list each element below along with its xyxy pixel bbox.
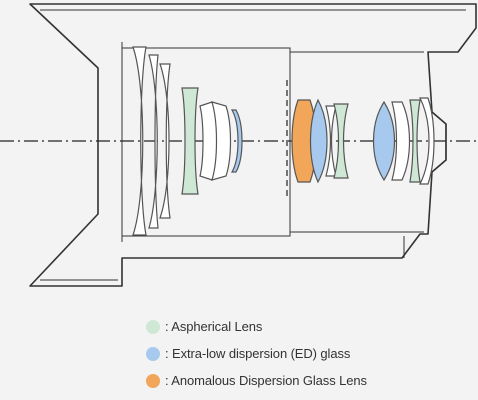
barrel-rear-line — [290, 51, 424, 258]
legend: : Aspherical Lens : Extra-low dispersion… — [146, 318, 367, 389]
aspherical-lens-2 — [333, 103, 349, 179]
legend-label-aspherical: : Aspherical Lens — [165, 319, 263, 334]
legend-item-ed-glass: : Extra-low dispersion (ED) glass — [146, 345, 367, 362]
ed-glass-lens-2 — [372, 100, 396, 182]
hood-step-line — [121, 42, 291, 242]
lens-barrel-outline — [29, 3, 477, 287]
legend-label-ed-glass: : Extra-low dispersion (ED) glass — [165, 346, 351, 361]
rear-element-white-2 — [419, 97, 435, 185]
aspherical-lens-1 — [181, 87, 199, 195]
front-element-3 — [159, 63, 171, 219]
green-dot-icon — [146, 319, 160, 334]
barrel-inner-line — [40, 9, 466, 281]
aspherical-lens-3 — [409, 99, 421, 183]
lens-mount — [431, 111, 447, 173]
front-element-2 — [148, 54, 159, 229]
legend-item-aspherical: : Aspherical Lens — [146, 318, 367, 335]
legend-label-anomalous: : Anomalous Dispersion Glass Lens — [165, 373, 367, 388]
legend-item-anomalous: : Anomalous Dispersion Glass Lens — [146, 372, 367, 389]
blue-dot-icon — [146, 346, 160, 361]
orange-dot-icon — [146, 373, 160, 388]
front-element-1 — [132, 46, 147, 236]
ed-glass-lens-1 — [309, 98, 328, 184]
rear-element-white-1 — [391, 101, 411, 181]
element-small-blue — [230, 109, 243, 173]
element-group-2b — [211, 101, 232, 181]
